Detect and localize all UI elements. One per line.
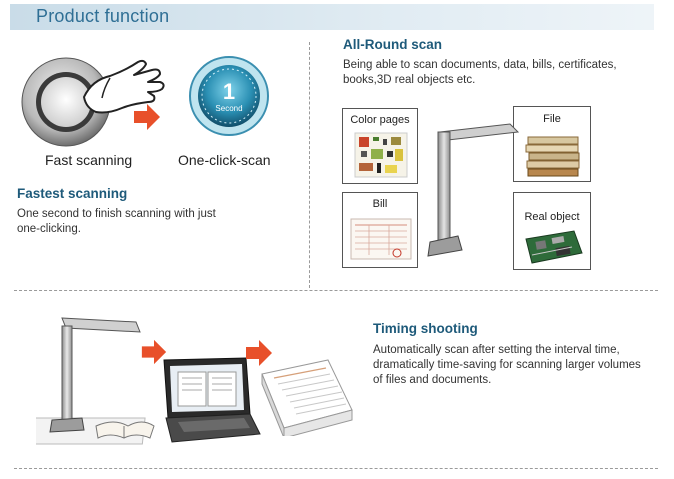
card-file-label: File [543,113,561,125]
color-pages-thumbnail [354,132,408,178]
divider-vertical [309,42,310,288]
card-file: File [513,106,591,182]
document-camera-scanner-illustration [427,123,520,257]
timing-shooting-desc-line3: of files and documents. [373,374,492,386]
file-books-thumbnail [525,136,580,177]
fast-scanning-caption: Fast scanning [45,152,133,168]
divider-horizontal [14,290,658,291]
page-title: Product function [36,6,170,26]
all-round-scan-desc-line1: Being able to scan documents, data, bill… [343,59,617,71]
dial-unit: Second [215,104,242,113]
all-round-scan-heading: All-Round scan [343,37,443,52]
laptop-illustration [163,357,261,443]
circuit-board-thumbnail [525,230,583,264]
timing-shooting-desc-line1: Automatically scan after setting the int… [373,344,620,356]
timing-shooting-heading: Timing shooting [373,321,478,336]
fastest-scanning-desc-line1: One second to finish scanning with just [17,208,216,220]
card-bill-label: Bill [372,198,388,210]
arrow-icon [246,340,272,366]
header-band [10,4,654,30]
card-color-pages: Color pages [342,108,418,184]
arrow-icon [134,104,160,130]
timing-shooting-desc-line2: dramatically time-saving for scanning la… [373,359,641,371]
fastest-scanning-desc-line2: one-clicking. [17,223,81,235]
divider-bottom [14,468,658,469]
all-round-scan-desc-line2: books,3D real objects etc. [343,74,476,86]
one-second-dial-icon: 1 Second [189,56,269,136]
scanner-with-book-illustration [36,317,155,445]
one-click-scan-caption: One-click-scan [178,152,271,168]
card-real-object: Real object [513,192,591,270]
card-color-pages-label: Color pages [350,114,410,126]
arrow-icon [141,339,167,365]
card-real-object-label: Real object [524,211,580,223]
bill-thumbnail [350,218,412,260]
dial-number: 1 [223,79,235,104]
paper-stack-illustration [261,359,353,436]
scan-button-hand-illustration [21,57,165,147]
fastest-scanning-heading: Fastest scanning [17,186,128,201]
card-bill: Bill [342,192,418,268]
